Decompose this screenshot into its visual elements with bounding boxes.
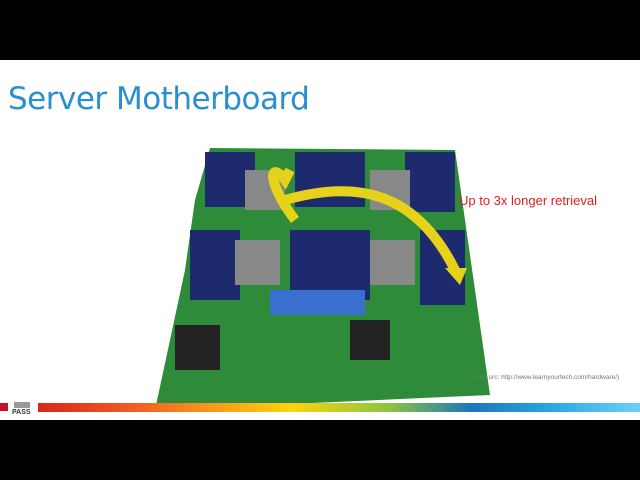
image-source-caption: (Img src: http://www.learnyourtech.com/h… — [474, 374, 620, 381]
slide: Server Motherboard Up to 3x longer retri… — [0, 60, 640, 420]
callout-text: Up to 3x longer retrieval — [459, 193, 598, 208]
pass-logo-text: PASS — [12, 409, 31, 416]
footer-color-stripe — [38, 403, 640, 412]
motherboard-image — [155, 148, 490, 410]
pass-logo-icon — [0, 402, 30, 411]
slide-title: Server Motherboard — [8, 81, 310, 117]
